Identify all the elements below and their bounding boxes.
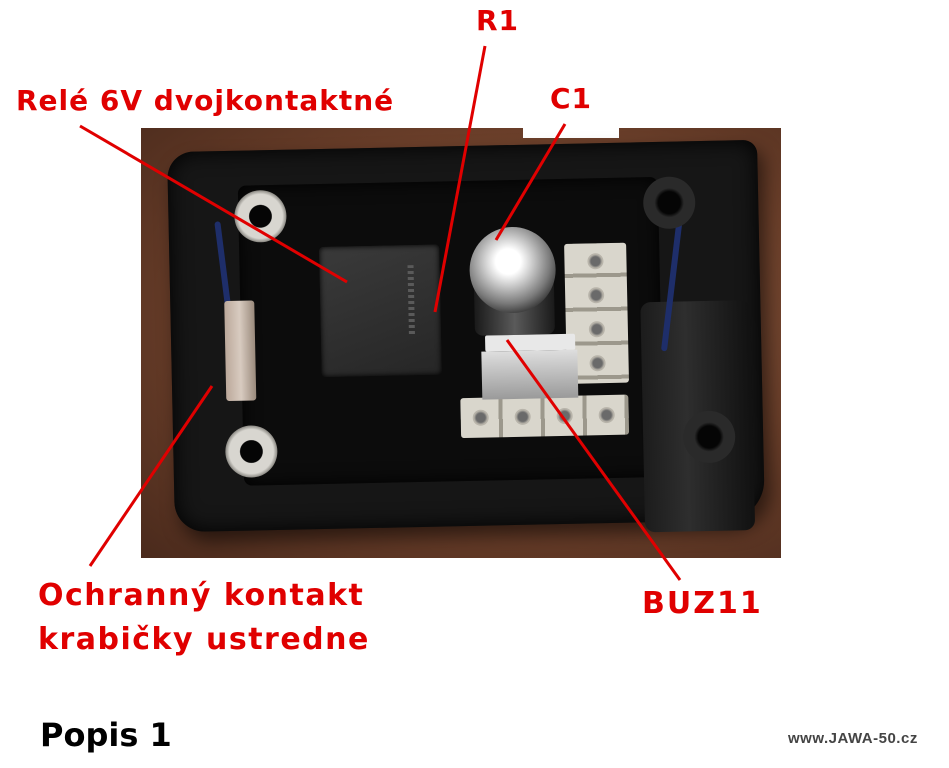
transistor-tab (484, 333, 576, 352)
label-ochranny-line1: Ochranný kontakt (38, 578, 365, 613)
label-buz11: BUZ11 (642, 586, 763, 621)
label-ochranny-line2: krabičky ustredne (38, 622, 370, 657)
label-rele: Relé 6V dvojkontaktné (16, 84, 395, 117)
relay-component (319, 244, 442, 378)
label-ochranny-kontakt: Ochranný kontakt krabičky ustredne (38, 574, 370, 662)
label-c1: C1 (550, 82, 593, 115)
mounting-hole-top-right (642, 176, 696, 230)
caption: Popis 1 (40, 716, 172, 754)
label-r1: R1 (476, 4, 520, 37)
relay-markings (407, 265, 415, 336)
watermark: www.JAWA-50.cz (788, 730, 918, 747)
photo-notch (523, 128, 619, 138)
protective-contact-switch (224, 300, 257, 402)
enclosure (167, 139, 765, 533)
circuit-box-photo (141, 128, 781, 558)
transistor-buz11 (481, 349, 579, 400)
